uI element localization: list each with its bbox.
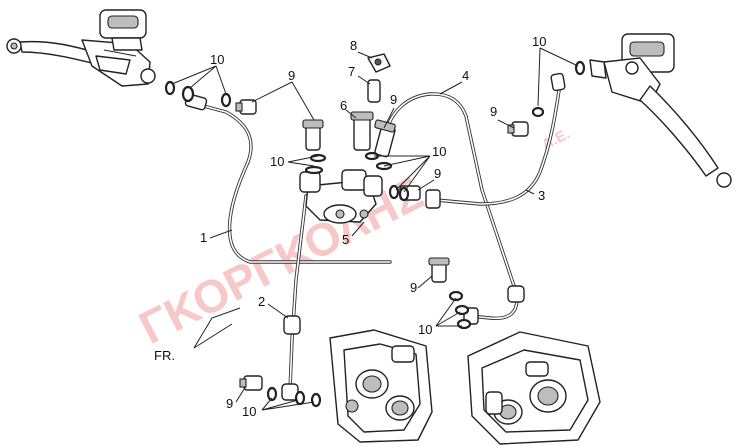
brake-hoses bbox=[194, 82, 562, 392]
left-master-cylinder bbox=[6, 9, 156, 87]
front-direction-label: FR. bbox=[154, 348, 175, 363]
watermark: ΓΚΟΡΓΚΟΛΗΣ A.E. bbox=[131, 125, 573, 354]
watermark-suffix: A.E. bbox=[539, 125, 573, 153]
callout-2: 2 bbox=[258, 294, 265, 309]
leader-lines bbox=[171, 47, 579, 411]
callout-10: 10 bbox=[532, 34, 546, 49]
callout-10: 10 bbox=[242, 404, 256, 419]
callout-9: 9 bbox=[410, 280, 417, 295]
callout-4: 4 bbox=[462, 68, 469, 83]
callout-5: 5 bbox=[342, 232, 349, 247]
callout-10: 10 bbox=[418, 322, 432, 337]
left-brake-caliper bbox=[329, 329, 433, 443]
callout-10: 10 bbox=[270, 154, 284, 169]
callout-9: 9 bbox=[490, 104, 497, 119]
callout-10: 10 bbox=[210, 52, 224, 67]
right-brake-caliper bbox=[467, 331, 601, 445]
callout-9: 9 bbox=[226, 396, 233, 411]
callout-labels: 10 9 8 7 6 9 4 10 9 10 10 9 3 1 5 9 2 10… bbox=[200, 34, 546, 419]
junction-block bbox=[299, 169, 383, 224]
callout-3: 3 bbox=[538, 188, 545, 203]
callout-9: 9 bbox=[434, 166, 441, 181]
callout-1: 1 bbox=[200, 230, 207, 245]
callout-9: 9 bbox=[390, 92, 397, 107]
callout-7: 7 bbox=[348, 64, 355, 79]
callout-8: 8 bbox=[350, 38, 357, 53]
washers bbox=[164, 60, 586, 408]
banjo-bolts bbox=[235, 53, 529, 391]
callout-10: 10 bbox=[432, 144, 446, 159]
front-direction-indicator: FR. bbox=[154, 307, 241, 363]
callout-6: 6 bbox=[340, 98, 347, 113]
right-master-cylinder bbox=[589, 33, 732, 188]
callout-9: 9 bbox=[288, 68, 295, 83]
